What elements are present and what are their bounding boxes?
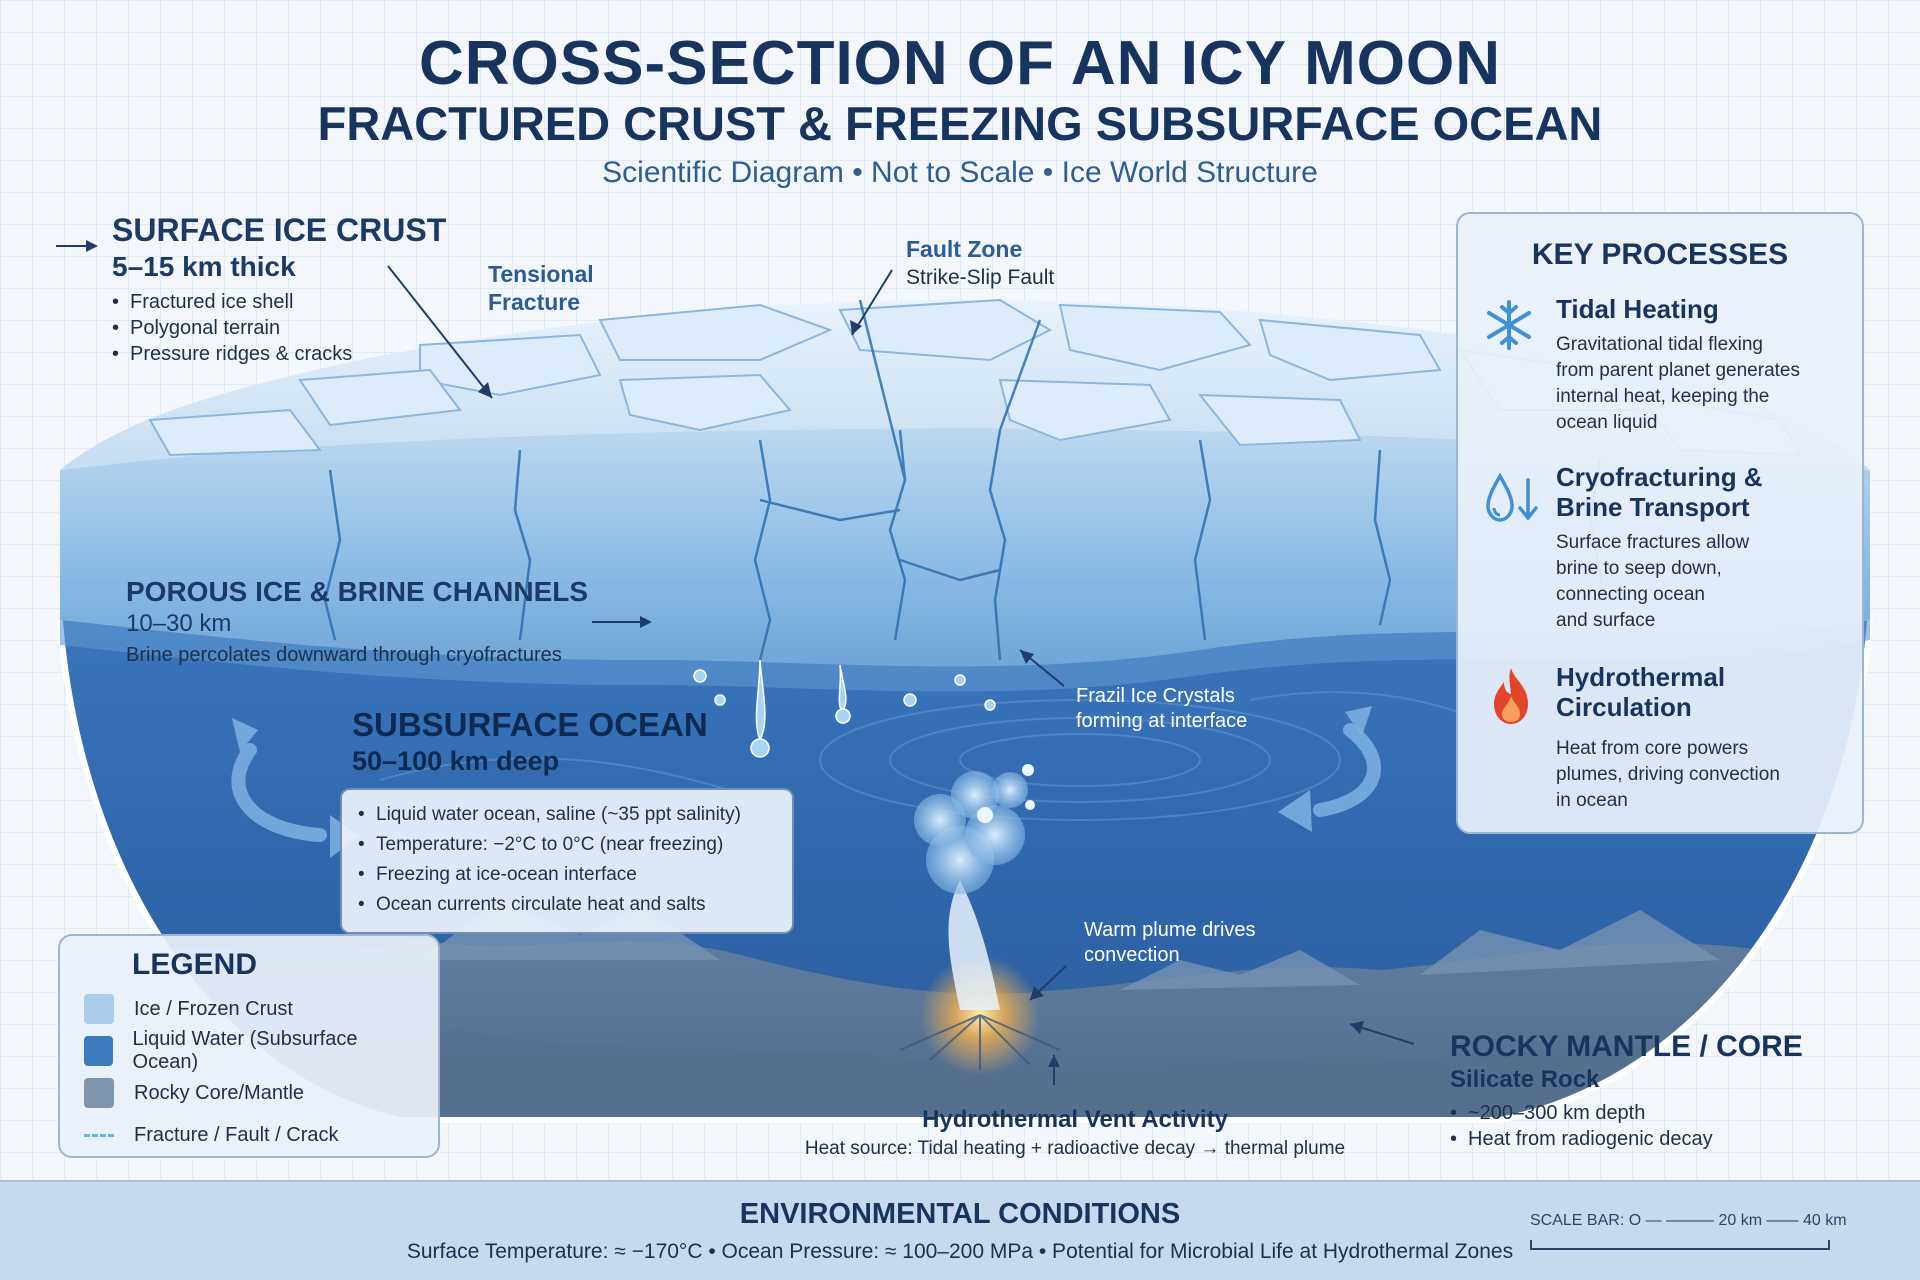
plume-label: Warm plume drives convection	[1084, 918, 1256, 968]
key-processes-panel: KEY PROCESSES Tidal Heating Gravitationa…	[1456, 212, 1864, 834]
legend-panel: LEGEND Ice / Frozen Crust Liquid Water (…	[58, 934, 440, 1158]
process-title-line: Hydrothermal	[1556, 662, 1726, 692]
legend-label: Fracture / Fault / Crack	[134, 1123, 339, 1146]
process-title: Tidal Heating	[1556, 294, 1719, 324]
legend-swatch-ice	[84, 994, 114, 1024]
environment-heading: ENVIRONMENTAL CONDITIONS	[739, 1198, 1181, 1230]
plume-line1: Warm plume drives	[1084, 919, 1256, 941]
scale-bar: SCALE BAR: O — ——— 20 km —— 40 km	[1530, 1212, 1847, 1250]
legend-label: Liquid Water (Subsurface Ocean)	[132, 1028, 358, 1073]
process-text-line: internal heat, keeping the	[1556, 386, 1770, 407]
legend-swatch-water	[84, 1036, 113, 1066]
key-processes-heading: KEY PROCESSES	[1531, 238, 1789, 271]
process-title-line: Brine Transport	[1556, 492, 1750, 522]
vent-heading: Hydrothermal Vent Activity	[922, 1106, 1228, 1133]
mantle-bullet: Heat from radiogenic decay	[1450, 1126, 1850, 1152]
tensional-fracture-label: Tensional Fracture	[488, 260, 594, 316]
porous-ice-text: Brine percolates downward through cryofr…	[126, 644, 562, 666]
mantle-heading: ROCKY MANTLE / CORE	[1450, 1030, 1803, 1063]
legend-heading: LEGEND	[132, 948, 258, 981]
mantle-label: ROCKY MANTLE / CORE Silicate Rock ~200–3…	[1450, 1030, 1850, 1152]
legend-swatch-fracture	[84, 1133, 114, 1137]
mantle-bullet: ~200–300 km depth	[1450, 1100, 1850, 1126]
plume-line2: convection	[1084, 944, 1180, 966]
process-title-line: Circulation	[1556, 692, 1692, 722]
page-tagline: Scientific Diagram • Not to Scale • Ice …	[602, 156, 1318, 189]
vent-label: Hydrothermal Vent Activity Heat source: …	[560, 1106, 1590, 1160]
ocean-info-box: Liquid water ocean, saline (~35 ppt sali…	[340, 788, 794, 934]
flame-icon	[1494, 668, 1528, 724]
process-text-line: in ocean	[1556, 790, 1628, 811]
surface-crust-bullet: Fractured ice shell	[112, 289, 532, 315]
surface-crust-heading: SURFACE ICE CRUST	[112, 212, 447, 248]
process-text-line: plumes, driving convection	[1556, 764, 1780, 785]
environment-text: Surface Temperature: ≈ −170°C • Ocean Pr…	[406, 1240, 1514, 1263]
process-text: Gravitational tidal flexing from parent …	[1556, 332, 1856, 436]
process-text: Surface fractures allow brine to seep do…	[1556, 530, 1856, 634]
mantle-bullets: ~200–300 km depth Heat from radiogenic d…	[1450, 1100, 1850, 1152]
process-text-line: Surface fractures allow	[1556, 532, 1750, 553]
legend-item-ice: Ice / Frozen Crust	[84, 988, 414, 1030]
fault-zone-sub: Strike-Slip Fault	[906, 266, 1055, 289]
process-title: Cryofracturing & Brine Transport	[1556, 462, 1856, 522]
frazil-line1: Frazil Ice Crystals	[1076, 685, 1235, 707]
subsurface-ocean-label: SUBSURFACE OCEAN 50–100 km deep	[352, 706, 708, 777]
environment-footer: ENVIRONMENTAL CONDITIONS Surface Tempera…	[0, 1180, 1920, 1280]
scale-bar-line	[1530, 1240, 1830, 1250]
process-text: Heat from core powers plumes, driving co…	[1556, 736, 1856, 814]
legend-label: Rocky Core/Mantle	[134, 1081, 305, 1104]
ocean-bullet: Ocean currents circulate heat and salts	[358, 890, 776, 920]
tensional-fracture-line2: Fracture	[488, 289, 581, 315]
tensional-fracture-line1: Tensional	[488, 261, 594, 287]
page-subtitle: FRACTURED CRUST & FREEZING SUBSURFACE OC…	[317, 97, 1603, 150]
ocean-bullets: Liquid water ocean, saline (~35 ppt sali…	[358, 800, 776, 920]
page-title: CROSS-SECTION OF AN ICY MOON	[418, 29, 1502, 98]
porous-ice-depth: 10–30 km	[126, 610, 232, 637]
surface-crust-bullet: Pressure ridges & cracks	[112, 341, 532, 367]
legend-label: Ice / Frozen Crust	[134, 997, 293, 1020]
porous-ice-label: POROUS ICE & BRINE CHANNELS 10–30 km Bri…	[126, 576, 646, 667]
ocean-depth: 50–100 km deep	[352, 746, 560, 776]
fault-zone-heading: Fault Zone	[906, 236, 1023, 262]
surface-crust-thickness: 5–15 km thick	[112, 251, 296, 282]
process-text-line: ocean liquid	[1556, 412, 1658, 433]
legend-item-fracture: Fracture / Fault / Crack	[84, 1114, 414, 1156]
process-text-line: Gravitational tidal flexing	[1556, 334, 1763, 355]
snowflake-icon	[1487, 300, 1531, 350]
ocean-bullet: Liquid water ocean, saline (~35 ppt sali…	[358, 800, 776, 830]
process-text-line: and surface	[1556, 610, 1656, 631]
droplet-arrow-icon	[1486, 472, 1538, 522]
process-text-line: from parent planet generates	[1556, 360, 1800, 381]
legend-item-water: Liquid Water (Subsurface Ocean)	[84, 1028, 414, 1073]
ocean-bullet: Temperature: −2°C to 0°C (near freezing)	[358, 830, 776, 860]
process-text-line: connecting ocean	[1556, 584, 1705, 605]
process-text-line: Heat from core powers	[1556, 738, 1749, 759]
legend-item-rock: Rocky Core/Mantle	[84, 1072, 414, 1114]
surface-crust-bullets: Fractured ice shell Polygonal terrain Pr…	[112, 289, 532, 367]
frazil-label: Frazil Ice Crystals forming at interface	[1076, 684, 1247, 734]
legend-swatch-rock	[84, 1078, 114, 1108]
surface-crust-label: SURFACE ICE CRUST 5–15 km thick Fracture…	[112, 212, 532, 367]
ocean-bullet: Freezing at ice-ocean interface	[358, 860, 776, 890]
frazil-line2: forming at interface	[1076, 710, 1248, 732]
process-text-line: brine to seep down,	[1556, 558, 1722, 579]
process-title: Hydrothermal Circulation	[1556, 662, 1856, 722]
vent-text: Heat source: Tidal heating + radioactive…	[804, 1138, 1346, 1159]
process-title-line: Cryofracturing &	[1556, 462, 1763, 492]
porous-ice-heading: POROUS ICE & BRINE CHANNELS	[126, 576, 589, 607]
surface-crust-bullet: Polygonal terrain	[112, 315, 532, 341]
mantle-sub: Silicate Rock	[1450, 1066, 1600, 1093]
fault-zone-label: Fault Zone Strike-Slip Fault	[906, 236, 1054, 290]
scale-bar-label: SCALE BAR: O — ——— 20 km —— 40 km	[1530, 1212, 1847, 1229]
ocean-heading: SUBSURFACE OCEAN	[352, 706, 708, 743]
